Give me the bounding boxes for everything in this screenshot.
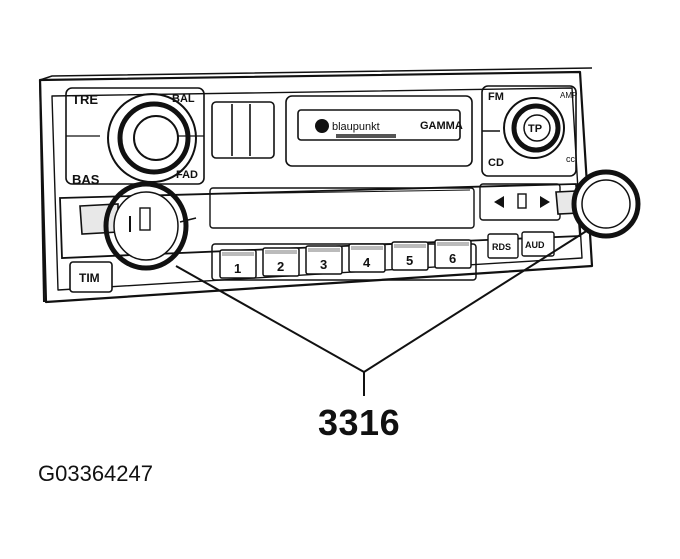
callout-leader-lines: [175, 229, 589, 396]
label-amp: AMP: [560, 91, 577, 100]
cassette-door: [211, 95, 473, 167]
forward-arrow-icon[interactable]: [540, 196, 550, 208]
preset-button-2[interactable]: 2: [262, 247, 300, 277]
preset-label: 6: [449, 251, 456, 266]
right-control-panel: [481, 85, 577, 177]
left-removal-key: [79, 181, 197, 271]
right-removal-key: [555, 169, 641, 239]
tim-label: TIM: [79, 271, 100, 285]
label-cc: cc: [566, 154, 576, 164]
preset-row: [211, 243, 477, 281]
preset-label: 3: [320, 257, 327, 272]
aud-button[interactable]: AUD: [521, 231, 555, 257]
rds-label: RDS: [492, 242, 511, 252]
preset-label: 1: [234, 261, 241, 276]
cassette-slot-icon: [517, 193, 527, 209]
preset-button-6[interactable]: 6: [434, 239, 472, 269]
preset-label: 5: [406, 253, 413, 268]
label-fad: FAD: [176, 169, 198, 181]
brand-logo: blaupunkt GAMMA: [315, 119, 463, 138]
tool-callout-label: 3316: [318, 402, 401, 443]
aud-label: AUD: [525, 240, 545, 250]
brand-text: blaupunkt: [332, 121, 380, 133]
rewind-arrow-icon[interactable]: [494, 196, 504, 208]
preset-label: 4: [363, 255, 371, 270]
preset-button-4[interactable]: 4: [348, 243, 386, 273]
model-text: GAMMA: [420, 120, 463, 132]
label-tre: TRE: [72, 92, 98, 107]
figure-id: G03364247: [38, 461, 153, 486]
preset-button-3[interactable]: 3: [305, 245, 343, 275]
tim-button[interactable]: TIM: [69, 261, 113, 293]
label-bal: BAL: [172, 93, 195, 105]
label-cd: CD: [488, 157, 504, 169]
preset-label: 2: [277, 259, 284, 274]
rds-button[interactable]: RDS: [487, 233, 519, 259]
label-tp: TP: [528, 123, 542, 135]
label-fm: FM: [488, 91, 504, 103]
preset-button-5[interactable]: 5: [391, 241, 429, 271]
label-bas: BAS: [72, 172, 100, 187]
tp-knob[interactable]: [503, 97, 565, 159]
preset-button-1[interactable]: 1: [219, 249, 257, 279]
